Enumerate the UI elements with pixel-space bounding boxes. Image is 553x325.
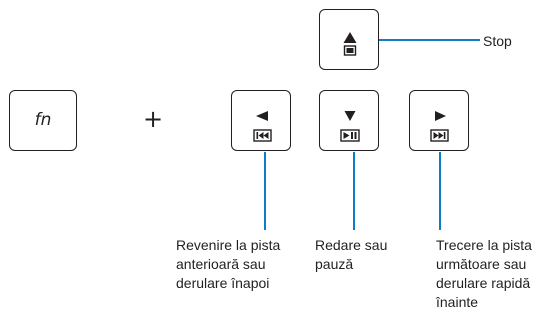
- plus-sign: +: [143, 105, 164, 133]
- fast-forward-icon: [430, 111, 449, 142]
- next-track-key: [409, 90, 469, 151]
- play-pause-key: [319, 90, 379, 151]
- eject-stop-icon: [343, 32, 357, 56]
- previous-track-label: Revenire la pista anterioară sau derular…: [176, 237, 281, 291]
- next-track-label: Trecere la pista următoare sau derulare …: [436, 237, 532, 310]
- stop-key: [319, 9, 379, 70]
- fn-key-label: fn: [34, 110, 52, 130]
- previous-track-key: [231, 90, 291, 151]
- play-pause-leader-line: [353, 152, 355, 230]
- previous-leader-line: [264, 152, 266, 230]
- next-leader-line: [439, 152, 441, 230]
- stop-leader-line: [379, 39, 480, 41]
- play-pause-label: Redare sau pauză: [315, 237, 388, 272]
- fn-key: fn: [9, 90, 77, 151]
- play-pause-icon: [340, 111, 360, 142]
- stop-label: Stop: [483, 33, 512, 49]
- rewind-icon: [253, 111, 272, 142]
